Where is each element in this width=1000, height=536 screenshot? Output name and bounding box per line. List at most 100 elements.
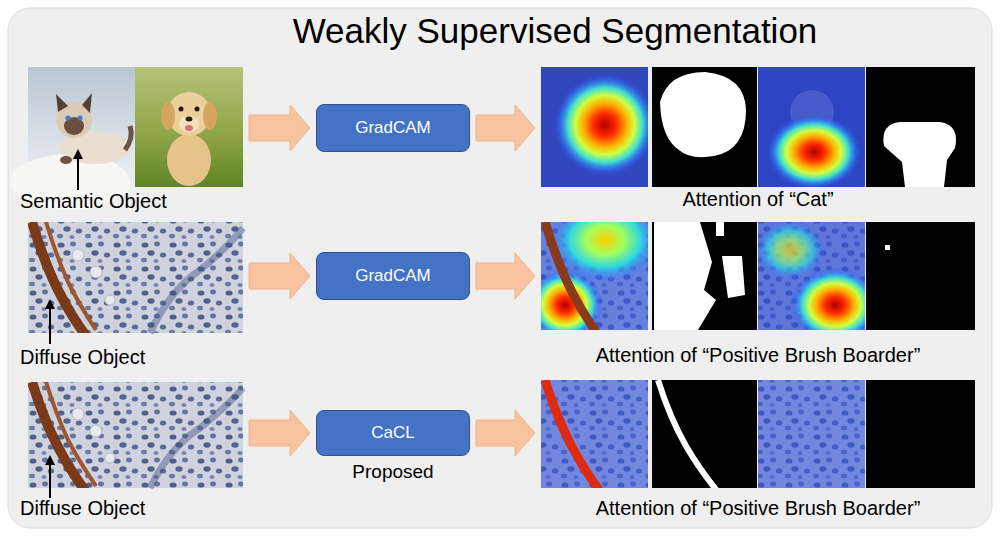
mask-bg	[652, 67, 757, 187]
arrow-shape	[476, 105, 535, 151]
pointer-line	[49, 306, 51, 344]
process-box: GradCAM	[316, 252, 470, 300]
cacl-mask	[652, 380, 757, 492]
vacuole	[90, 266, 102, 278]
vacuole	[90, 425, 102, 437]
gradcam-mask	[866, 222, 975, 330]
mask-bg	[866, 380, 975, 488]
flow-arrow	[249, 105, 310, 151]
mask-region	[722, 256, 745, 298]
dog-muzzle	[179, 116, 199, 132]
mask-region	[883, 122, 956, 187]
diagram-title: Weakly Supervised Segmentation	[293, 11, 818, 51]
panel-caption: Attention of “Positive Brush Boarder”	[596, 496, 921, 520]
dog-body	[167, 134, 211, 186]
cat-ear	[56, 94, 68, 112]
dog-nose	[186, 117, 193, 122]
cat-eye	[65, 115, 70, 120]
brush-border-stain	[32, 382, 86, 488]
tissue	[758, 380, 865, 488]
pointer-line	[77, 156, 79, 190]
flow-arrow	[476, 105, 535, 151]
heat-spot	[790, 267, 865, 330]
mask-region	[658, 380, 718, 488]
flow-arrow	[249, 410, 310, 456]
vacuole	[105, 453, 115, 463]
dog-eye	[179, 107, 184, 112]
vacuole	[72, 408, 84, 420]
cat-ear	[82, 93, 92, 113]
mask-region	[885, 245, 890, 250]
arrow-shape	[476, 410, 535, 456]
tissue	[28, 222, 135, 333]
background-panel	[8, 8, 992, 528]
brush-border-stain	[545, 222, 599, 330]
image-panel: Diffuse Object	[28, 222, 243, 333]
cacl-attention	[758, 380, 865, 488]
dog-mask	[866, 67, 975, 187]
gradcam-heatmap	[758, 222, 865, 330]
attention-bg	[758, 380, 865, 488]
panel-caption: Semantic Object	[20, 189, 167, 213]
cat-photo	[10, 67, 135, 210]
tissue	[28, 382, 135, 488]
flow-arrow	[476, 410, 535, 456]
mask-bg	[866, 67, 975, 187]
dog-tongue	[185, 125, 193, 131]
brush-border-stain	[46, 382, 96, 486]
heat-spot	[766, 114, 862, 187]
cat-tail	[125, 126, 131, 150]
mask-bg	[652, 222, 757, 330]
arrow-shape	[476, 253, 535, 299]
box-label: GradCAM	[355, 118, 431, 138]
flow-arrow	[476, 253, 535, 299]
brush-border-stain	[46, 222, 96, 330]
panel-caption: Attention of “Cat”	[682, 187, 833, 211]
vacuole	[72, 249, 84, 261]
panel-caption: Diffuse Object	[20, 345, 145, 369]
attention-bg	[541, 380, 648, 488]
dog-eye	[195, 107, 200, 112]
pointer-head	[45, 299, 55, 309]
cacl-attention	[541, 380, 648, 488]
cat-heatmap	[541, 67, 648, 187]
nuclei-band	[150, 388, 243, 488]
box-label: CaCL	[371, 423, 414, 443]
process-box: CaCLProposed	[316, 410, 470, 456]
dog-photo	[135, 67, 243, 187]
pointer-head	[73, 149, 83, 159]
heat-spot	[553, 73, 648, 177]
cat-paw	[60, 156, 72, 164]
dog-ear	[161, 102, 175, 130]
photo-bg	[135, 67, 243, 187]
process-box: GradCAM	[316, 104, 470, 152]
flow-arrow	[249, 253, 310, 299]
arrow-shape	[249, 105, 310, 151]
dog-heatmap	[758, 67, 865, 187]
brush-border	[32, 222, 96, 333]
tissue	[135, 382, 243, 488]
cat-mask	[652, 67, 757, 187]
tissue	[135, 222, 243, 333]
panel-caption: Attention of “Positive Brush Boarder”	[596, 343, 921, 367]
arrow-shape	[249, 410, 310, 456]
mask-region	[716, 222, 724, 236]
gradcam-mask	[652, 222, 757, 330]
pointer-head	[45, 455, 55, 465]
mask-region	[660, 72, 746, 157]
nuclei-band	[150, 228, 243, 333]
cat-eye	[77, 115, 82, 120]
tissue-photo	[28, 222, 243, 336]
mask-bg	[866, 222, 975, 330]
arrow-shape	[249, 253, 310, 299]
image-panel: Diffuse Object	[28, 382, 243, 488]
dog-ear	[203, 102, 217, 130]
vacuole	[105, 295, 115, 305]
image-panel: Attention of “Cat”	[541, 67, 975, 187]
attention-stripe	[545, 380, 599, 488]
tissue	[541, 380, 648, 488]
box-caption: Proposed	[352, 461, 433, 483]
